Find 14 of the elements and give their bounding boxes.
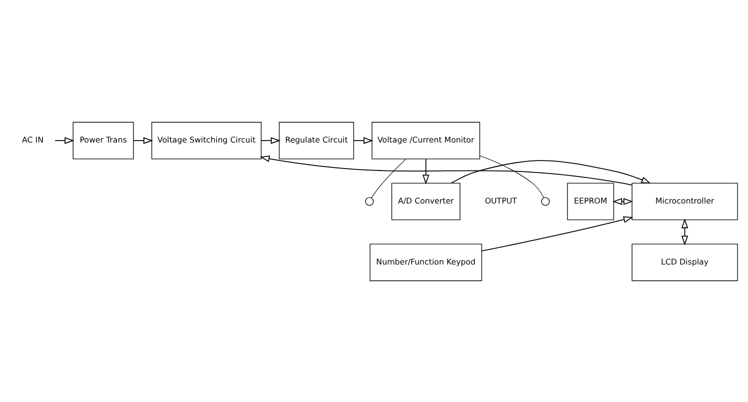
arrow <box>681 218 688 245</box>
connector <box>371 158 406 198</box>
arrow <box>133 136 154 144</box>
arrow <box>353 136 374 144</box>
arrow <box>450 160 651 184</box>
arrow <box>260 136 281 144</box>
connector <box>480 155 544 198</box>
arrow <box>612 198 634 204</box>
arrow <box>54 136 74 144</box>
node-circle <box>365 196 374 206</box>
arrow <box>422 158 430 184</box>
arrow <box>481 216 634 251</box>
arrow <box>260 154 632 185</box>
node-circle <box>541 196 550 206</box>
